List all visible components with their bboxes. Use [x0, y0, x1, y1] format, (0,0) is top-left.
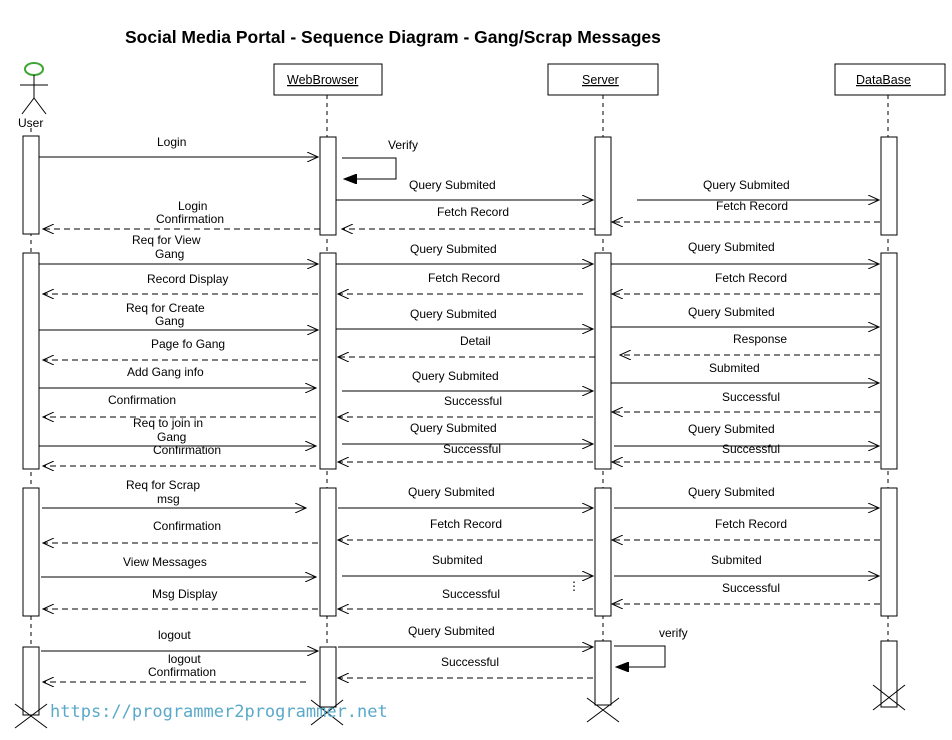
user-actor: User	[18, 62, 48, 130]
msg-successful-4a-label: Successful	[444, 394, 502, 408]
destruction-marks	[14, 684, 906, 729]
msg-query-3a-label: Query Submited	[410, 307, 497, 321]
msg-record-display-label: Record Display	[147, 272, 228, 286]
msg-fetch-2a-label: Fetch Record	[428, 271, 500, 285]
server-destroy-icon	[586, 697, 620, 723]
msg-fetch-6b-label: Fetch Record	[715, 517, 787, 531]
msg-submited-7b-label: Submited	[711, 553, 762, 567]
msg-query-2b-label: Query Submited	[688, 240, 775, 254]
msg-query-5b-label: Query Submited	[688, 422, 775, 436]
msg-req-view-gang-label-1: Req for View	[132, 233, 201, 247]
msg-req-create-gang-label-2: Gang	[155, 314, 184, 328]
msg-query-1b-label: Query Submited	[703, 178, 790, 192]
msg-login-confirmation-label-2: Confirmation	[156, 212, 224, 226]
msg-msg-display-label: Msg Display	[152, 587, 217, 601]
msg-successful-7b-label: Successful	[722, 581, 780, 595]
database-label: DataBase	[856, 73, 911, 87]
msg-login-confirmation-label-1: Login	[178, 199, 207, 213]
msg-add-gang-info-label: Add Gang info	[127, 365, 204, 379]
msg-submited-4b-label: Submited	[709, 361, 760, 375]
diagram-title: Social Media Portal - Sequence Diagram -…	[125, 27, 661, 47]
msg-fetch-1b-label: Fetch Record	[716, 199, 788, 213]
browser-destroy-icon	[310, 699, 344, 726]
msg-logout-label: logout	[158, 628, 191, 642]
msg-query-6b-label: Query Submited	[688, 485, 775, 499]
server-label: Server	[582, 73, 619, 87]
msg-confirmation-5-label: Confirmation	[153, 443, 221, 457]
msg-req-create-gang-label-1: Req for Create	[126, 301, 205, 315]
webbrowser-label: WebBrowser	[287, 73, 358, 87]
msg-successful-4b-label: Successful	[722, 390, 780, 404]
actor-head-icon	[24, 62, 44, 76]
msg-query-1a-label: Query Submited	[409, 178, 496, 192]
msg-req-join-gang-label-1: Req to join in	[133, 416, 203, 430]
msg-query-6a-label: Query Submited	[408, 485, 495, 499]
msg-query-2a-label: Query Submited	[410, 242, 497, 256]
user-destroy-icon	[14, 703, 48, 729]
database-participant: DataBase	[834, 63, 946, 96]
database-destroy-icon	[872, 684, 906, 711]
msg-submited-7a-dots: ⋮	[568, 579, 580, 593]
server-participant: Server	[547, 63, 659, 96]
msg-req-scrap-label-2: msg	[157, 492, 180, 506]
watermark-link[interactable]: https://programmer2programmer.net	[50, 702, 388, 722]
activation-bars	[22, 135, 898, 716]
msg-confirmation-4-label: Confirmation	[108, 393, 176, 407]
msg-successful-5a-label: Successful	[443, 442, 501, 456]
msg-query-4a-label: Query Submited	[412, 369, 499, 383]
msg-page-fo-gang-label: Page fo Gang	[151, 337, 225, 351]
msg-verify-self	[342, 157, 397, 179]
msg-view-messages-label: View Messages	[123, 555, 207, 569]
msg-successful-5b-label: Successful	[722, 442, 780, 456]
msg-detail-label: Detail	[460, 334, 491, 348]
user-label: User	[18, 116, 43, 130]
msg-query-5a-label: Query Submited	[410, 421, 497, 435]
msg-req-view-gang-label-2: Gang	[155, 247, 184, 261]
webbrowser-participant: WebBrowser	[273, 63, 383, 96]
msg-successful-7a-label: Successful	[442, 587, 500, 601]
msg-login-label: Login	[157, 135, 186, 149]
msg-verify-8-label: verify	[659, 626, 688, 640]
msg-fetch-6a-label: Fetch Record	[430, 517, 502, 531]
msg-verify-8-self	[614, 645, 666, 667]
msg-logout-confirmation-label-1: logout	[168, 652, 201, 666]
msg-fetch-2b-label: Fetch Record	[715, 271, 787, 285]
msg-req-join-gang-label-2: Gang	[157, 430, 186, 444]
msg-query-8-label: Query Submited	[408, 624, 495, 638]
msg-req-scrap-label-1: Req for Scrap	[126, 478, 200, 492]
msg-logout-confirmation-label-2: Confirmation	[148, 665, 216, 679]
msg-verify-label: Verify	[388, 138, 418, 152]
msg-submited-7a-label: Submited	[432, 553, 483, 567]
msg-successful-8-label: Successful	[441, 655, 499, 669]
msg-query-3b-label: Query Submited	[688, 305, 775, 319]
msg-confirmation-6-label: Confirmation	[153, 519, 221, 533]
msg-fetch-1a-label: Fetch Record	[437, 205, 509, 219]
msg-response-label: Response	[733, 332, 787, 346]
